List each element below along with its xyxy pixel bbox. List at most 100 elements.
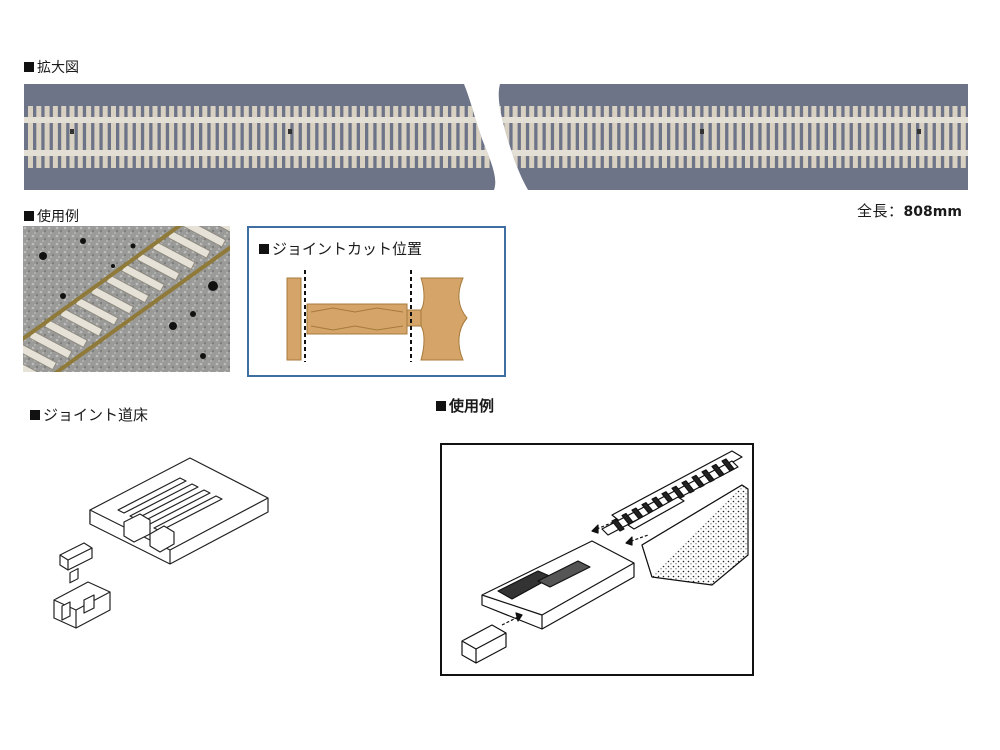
track-tie — [52, 106, 58, 168]
track-tie — [69, 106, 75, 168]
track-tie — [102, 106, 108, 168]
track-tie — [310, 106, 316, 168]
track-tie — [678, 106, 684, 168]
track-tie — [554, 106, 560, 168]
track-tie — [761, 106, 767, 168]
track-tie — [728, 106, 734, 168]
example-tie — [701, 469, 715, 483]
track-tie — [86, 106, 92, 168]
track-tie — [529, 106, 535, 168]
photo-ties — [23, 226, 230, 372]
track-tie — [520, 106, 526, 168]
track-tie — [562, 106, 568, 168]
track-tie — [484, 106, 490, 168]
track-tie — [61, 106, 67, 168]
track-tie — [778, 106, 784, 168]
track-tie — [960, 106, 966, 168]
track-tie — [119, 106, 125, 168]
track-tie — [301, 106, 307, 168]
track-tie — [277, 106, 282, 168]
track-tie — [819, 106, 825, 168]
track-tie — [686, 106, 692, 168]
track-tie — [736, 106, 742, 168]
track-tie — [185, 106, 191, 168]
track-tie — [318, 106, 324, 168]
track-tie — [944, 106, 950, 168]
track-tie — [579, 106, 584, 168]
track-tie — [703, 106, 709, 168]
track-tie — [952, 106, 958, 168]
track-tie — [653, 106, 659, 168]
track-tie — [869, 106, 875, 168]
track-tie — [587, 106, 593, 168]
track-tie — [177, 106, 183, 168]
track-tie — [803, 106, 809, 168]
track-tie — [745, 106, 750, 168]
tie-hole — [70, 129, 74, 134]
track-tie — [886, 106, 892, 168]
track-tie — [769, 106, 775, 168]
joint-cut-title: ジョイントカット位置 — [259, 238, 422, 259]
track-tie — [670, 106, 676, 168]
track-tie — [293, 106, 299, 168]
track-tie — [409, 106, 415, 168]
track-tie — [260, 106, 266, 168]
track-tie — [169, 106, 175, 168]
tie-hole — [700, 129, 704, 134]
track-tie — [401, 106, 407, 168]
track-tie — [111, 106, 116, 168]
track-tie — [44, 106, 50, 168]
track-tie — [537, 106, 543, 168]
track-tie — [662, 106, 667, 168]
enlarged-view-heading: 拡大図 — [24, 57, 79, 77]
track-tie — [152, 106, 158, 168]
joint-cut-diagram — [286, 270, 468, 362]
track-tie — [844, 106, 850, 168]
track-tie — [645, 106, 651, 168]
track-tie — [919, 106, 925, 168]
track-tie — [877, 106, 883, 168]
track-tie — [360, 106, 365, 168]
track-tie — [720, 106, 726, 168]
track-tie — [384, 106, 390, 168]
track-tie — [144, 106, 150, 168]
track-tie — [459, 106, 465, 168]
square-bullet-icon — [24, 211, 34, 221]
track-tie — [476, 106, 482, 168]
photo-tie — [23, 341, 58, 371]
track-tie — [695, 106, 701, 168]
example-tie — [681, 480, 695, 494]
track-tie — [135, 106, 141, 168]
track-tie — [243, 106, 249, 168]
example-tie — [721, 458, 735, 472]
track-tie — [351, 106, 357, 168]
ties-right — [498, 106, 966, 168]
track-tie — [570, 106, 576, 168]
track-tie — [852, 106, 858, 168]
usage-example-heading-2: 使用例 — [436, 395, 494, 416]
track-tie — [368, 106, 374, 168]
track-tie — [861, 106, 867, 168]
track-tie — [467, 106, 473, 168]
photo-tie — [182, 226, 227, 248]
track-enlarged-image — [24, 84, 968, 190]
track-tie — [612, 106, 618, 168]
track-tie — [911, 106, 916, 168]
joint-roadbed-heading: ジョイント道床 — [30, 404, 148, 425]
example-tie — [611, 518, 625, 532]
track-tie — [36, 106, 42, 168]
track-tie — [426, 106, 432, 168]
square-bullet-icon — [259, 244, 269, 254]
track-tie — [711, 106, 717, 168]
track-tie — [210, 106, 216, 168]
track-tie — [343, 106, 349, 168]
track-tie — [811, 106, 817, 168]
track-tie — [545, 106, 551, 168]
example-tie — [671, 485, 685, 499]
track-tie — [393, 106, 399, 168]
square-bullet-icon — [30, 410, 40, 420]
track-tie — [637, 106, 643, 168]
track-tie — [28, 106, 33, 168]
track-tie — [194, 106, 199, 168]
total-length: 全長：808mm — [857, 202, 962, 220]
